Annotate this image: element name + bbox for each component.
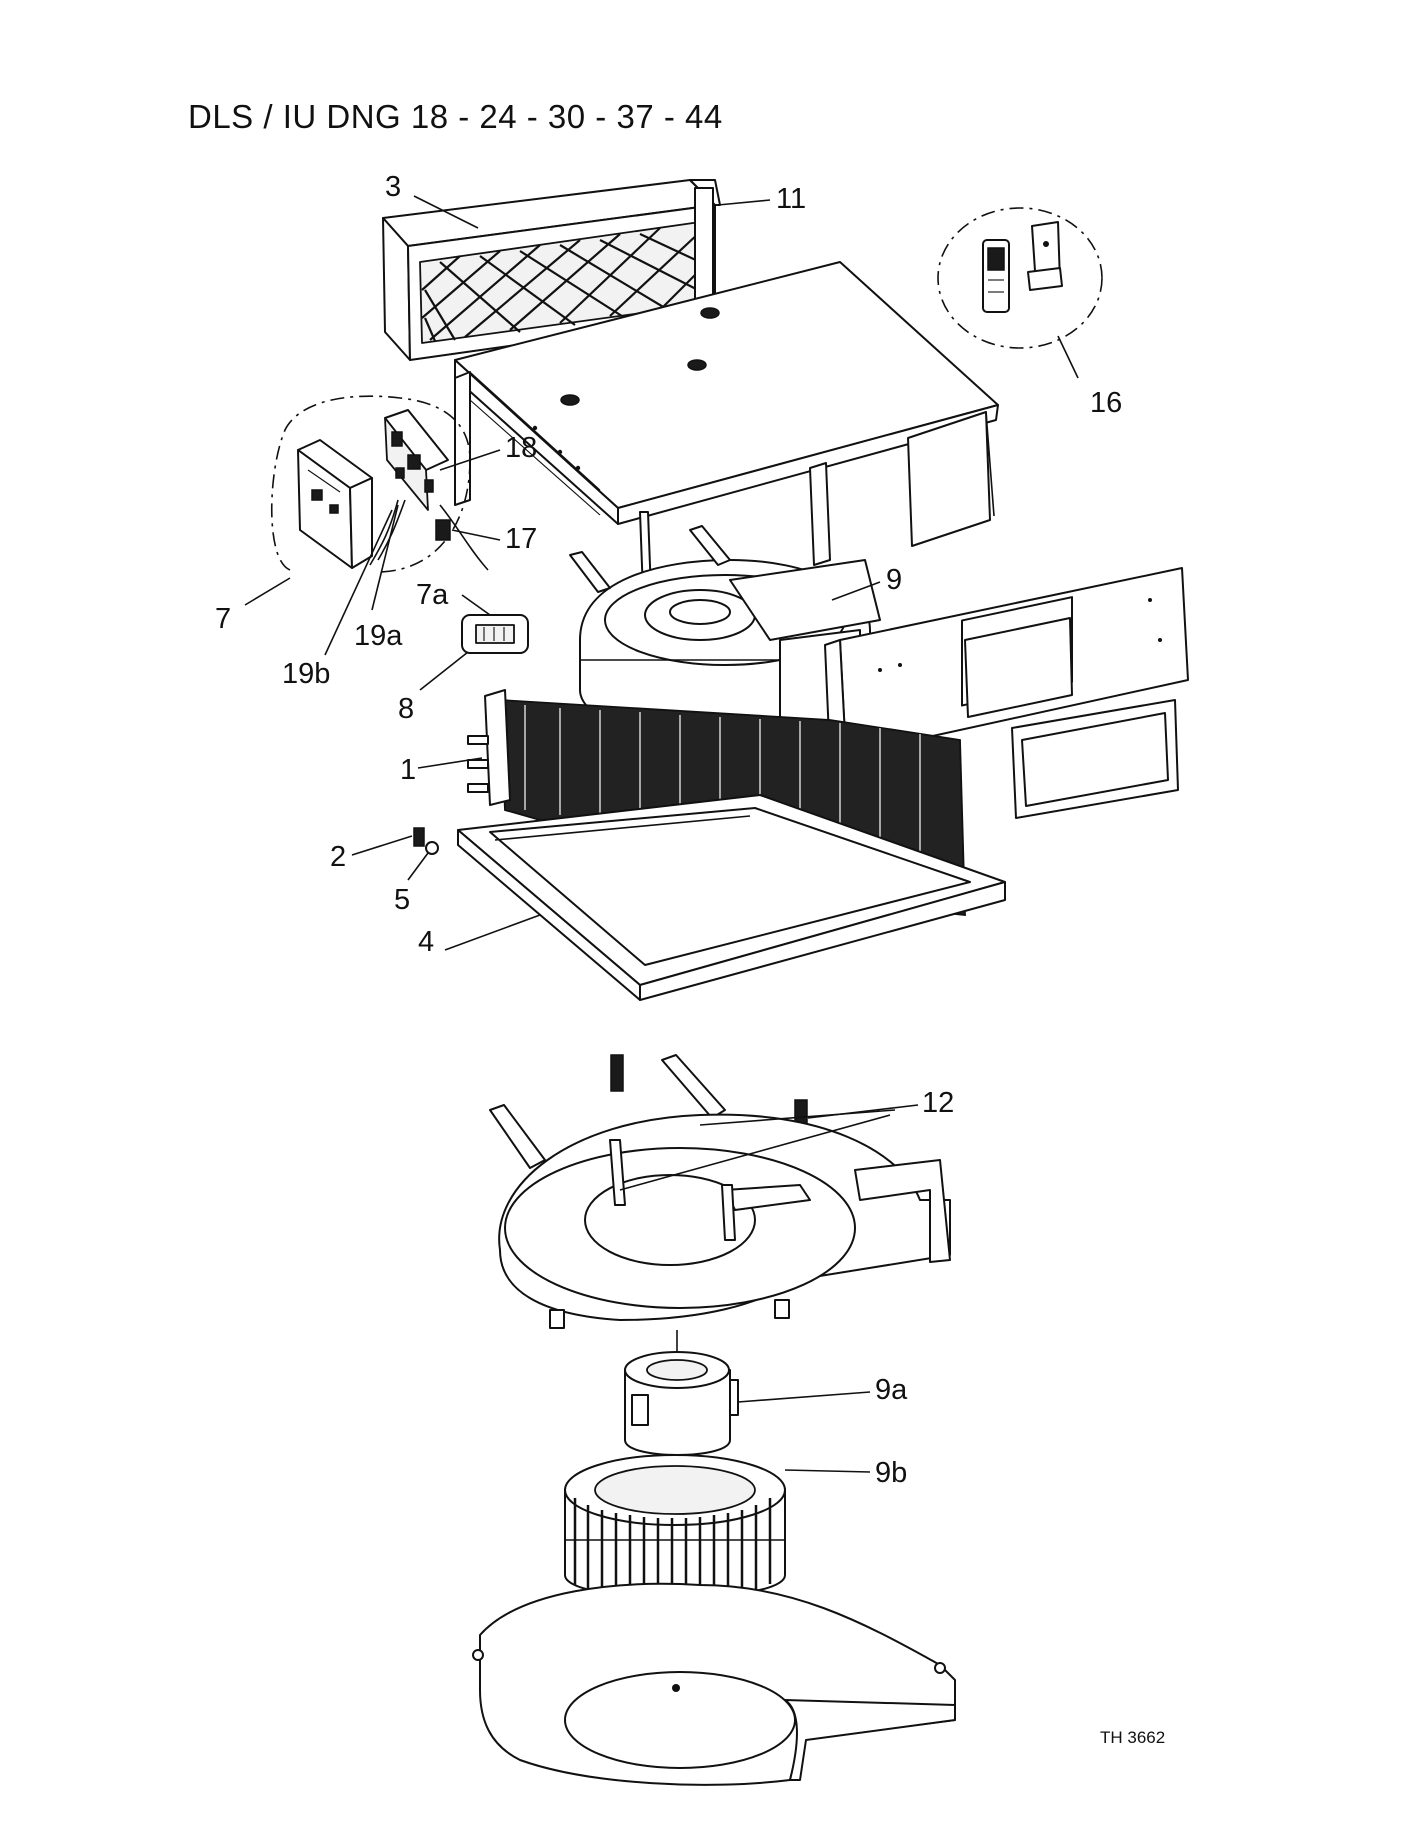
callout-5: 5 <box>394 884 410 916</box>
drain-plug-part-5 <box>425 841 439 855</box>
callout-7: 7 <box>215 603 231 635</box>
callout-1: 1 <box>400 754 416 786</box>
callout-7a: 7a <box>416 579 449 611</box>
callout-12: 12 <box>922 1087 954 1119</box>
drain-tray-part-4 <box>457 794 1006 1001</box>
display-receiver-part-8 <box>461 614 529 654</box>
callout-11: 11 <box>776 183 806 215</box>
blower-motor-part-9a <box>624 1330 739 1456</box>
callout-leader-lines <box>244 195 1079 1473</box>
callout-19b: 19b <box>282 658 330 690</box>
callout-9: 9 <box>886 564 902 596</box>
blower-wheel-part-9b <box>564 1454 786 1599</box>
callout-16: 16 <box>1090 387 1122 419</box>
callout-3: 3 <box>385 171 401 203</box>
blower-housing-lower <box>472 1582 956 1786</box>
callout-19a: 19a <box>354 620 403 652</box>
control-box-part-7 <box>270 395 489 573</box>
drain-fitting-part-2 <box>413 827 425 847</box>
callout-8: 8 <box>398 693 414 725</box>
drawing-reference: TH 3662 <box>1100 1728 1165 1747</box>
callout-9b: 9b <box>875 1457 907 1489</box>
diagram-title: DLS / IU DNG 18 - 24 - 30 - 37 - 44 <box>188 98 723 135</box>
callout-18: 18 <box>505 432 537 464</box>
callout-17: 17 <box>505 523 537 555</box>
remote-control-part-16 <box>937 207 1103 349</box>
callout-9a: 9a <box>875 1374 908 1406</box>
blower-housing-upper <box>498 1113 951 1329</box>
callout-2: 2 <box>330 841 346 873</box>
casing-top-panel <box>454 261 999 621</box>
callout-4: 4 <box>418 926 434 958</box>
